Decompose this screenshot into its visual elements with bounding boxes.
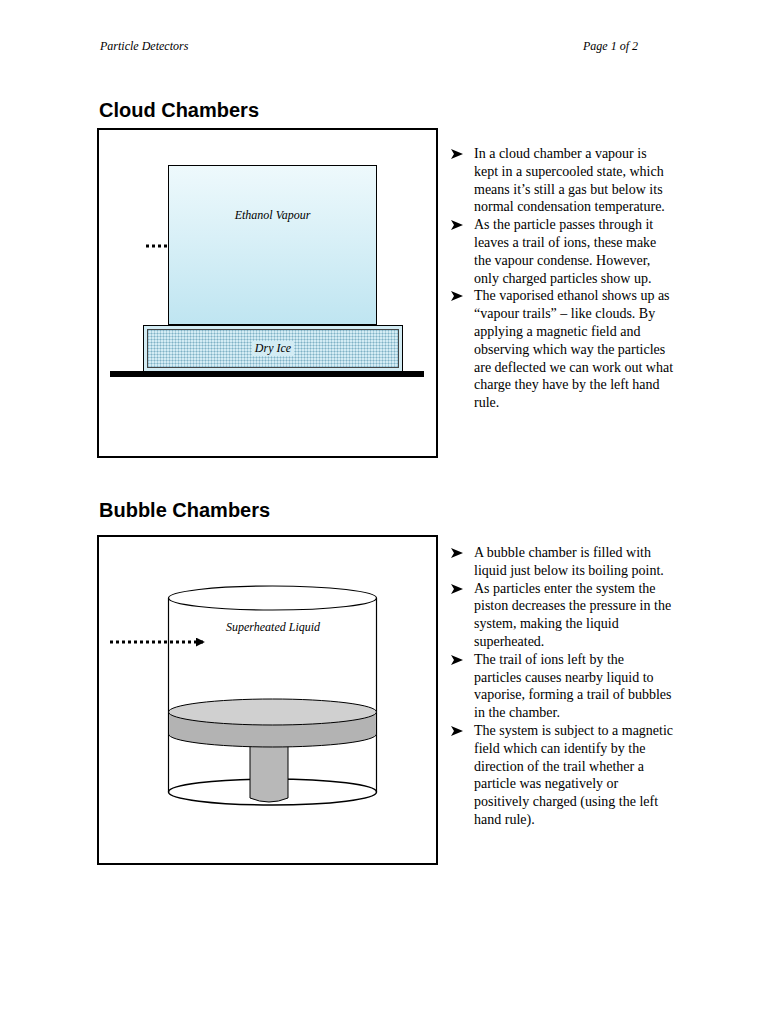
cylinder-top [169,586,377,610]
dry-ice-block: Dry Ice [143,325,403,372]
bullet-text: In a cloud chamber a vapour is kept in a… [474,145,674,216]
vapour-chamber: Ethanol Vapour [168,165,377,325]
figure-frame [98,536,437,864]
node-label: Dry Ice [252,341,294,356]
bubble-chamber-cylinder: Superheated Liquid [168,584,378,820]
bullet-marker-shape [451,584,463,594]
bullet-marker [450,219,464,231]
node-label: Superheated Liquid [225,620,321,635]
cylinder-outline [168,584,378,820]
particle-path-arrow [110,641,204,644]
node-label: Ethanol Vapour [169,208,376,223]
bullet-marker [450,654,464,666]
bullet-marker-shape [451,291,463,301]
section-heading: Cloud Chambers [99,99,259,122]
running-header: Particle Detectors [100,39,188,54]
page-number: Page 1 of 2 [583,39,638,54]
cylinder-wall [376,598,377,792]
bullet-text: As the particle passes through it leaves… [474,216,674,287]
bullet-text: The system is subject to a magnetic fiel… [474,722,674,829]
bullet-text: The vaporised ethanol shows up as “vapou… [474,287,674,412]
section-heading: Bubble Chambers [99,499,270,522]
bullet-text: As particles enter the system the piston… [474,580,674,651]
bullet-marker-shape [451,655,463,665]
bullet-marker-shape [451,220,463,230]
cylinder-wall [168,598,169,792]
bullet-marker [450,290,464,302]
bullet-text: The trail of ions left by the particles … [474,651,674,722]
bullet-marker-shape [451,726,463,736]
bullet-marker-shape [451,548,463,558]
figure-frame [98,129,437,457]
bullet-marker [450,725,464,737]
bullet-text: A bubble chamber is filled with liquid j… [474,544,674,580]
bullet-marker [450,547,464,559]
bullet-marker [450,148,464,160]
piston-top [169,699,377,725]
bullet-marker [450,583,464,595]
bullet-marker-shape [451,149,463,159]
